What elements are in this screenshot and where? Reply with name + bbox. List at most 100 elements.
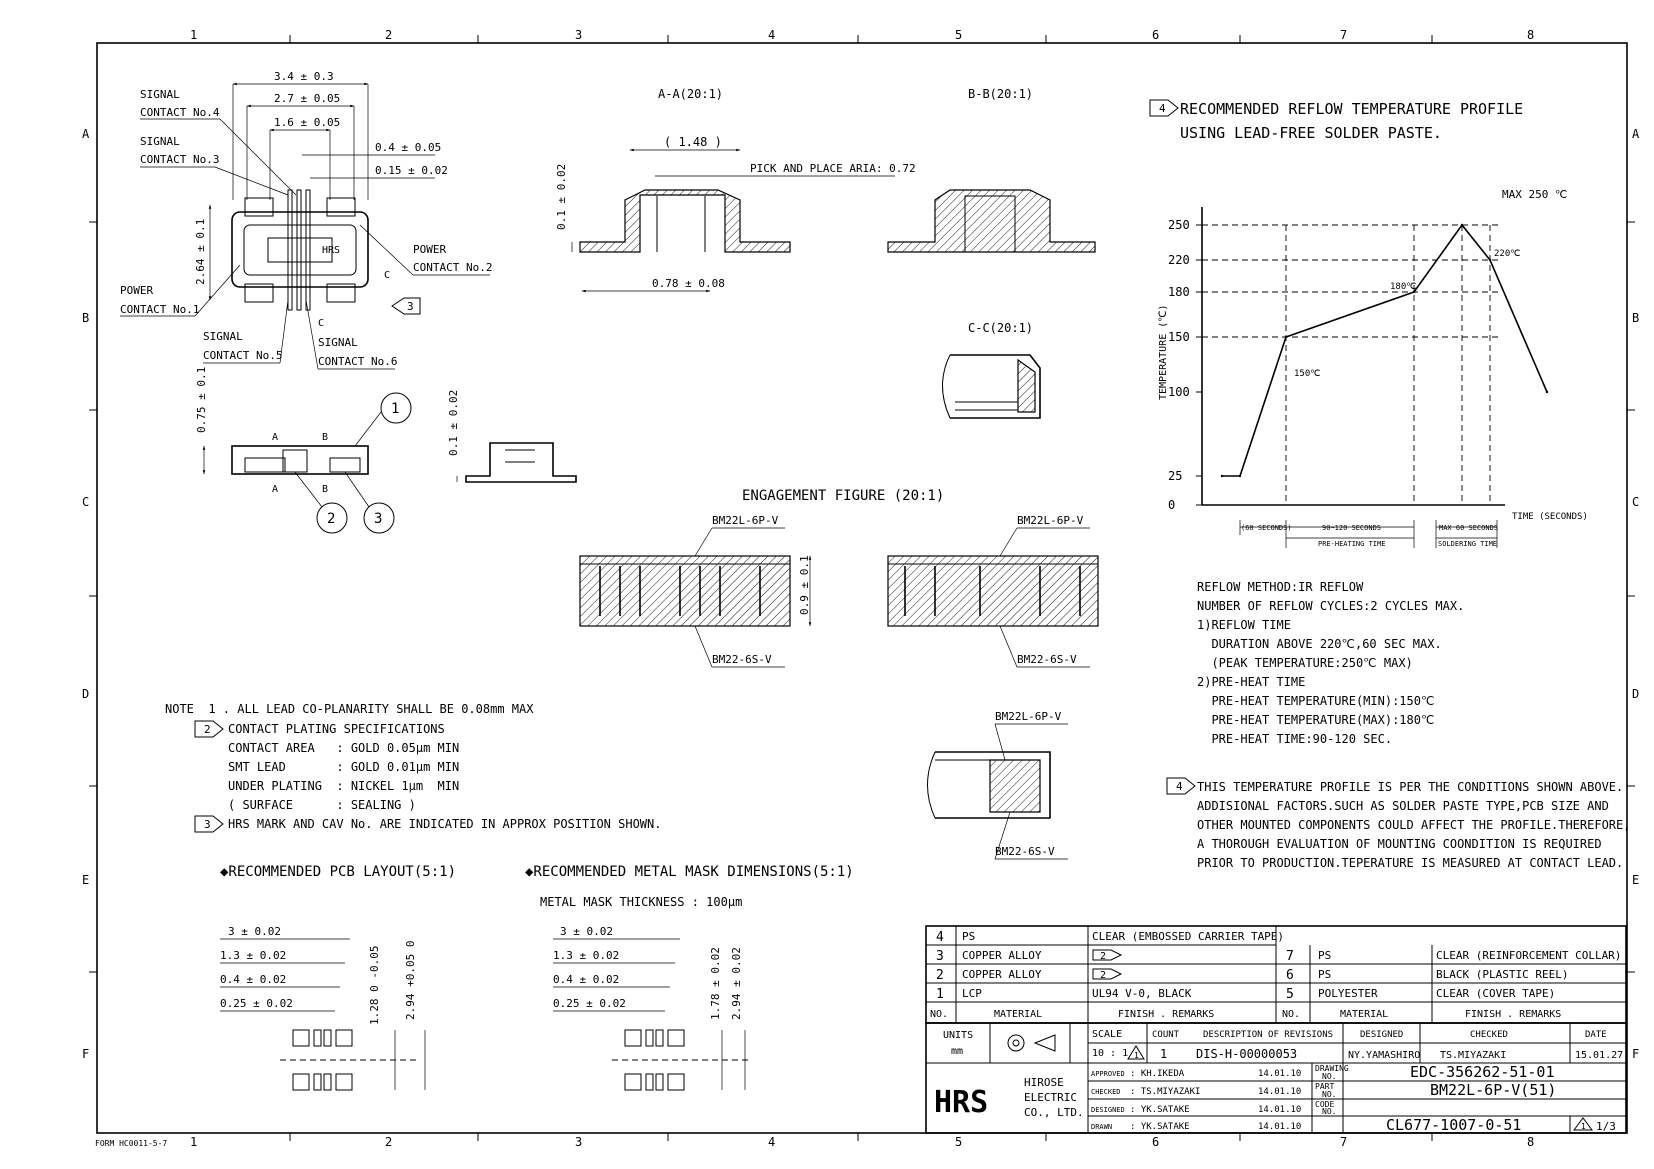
dim-0.1-side: 0.1 ± 0.02 [447, 390, 460, 456]
y-tick-label: 25 [1168, 469, 1182, 483]
label-signal4-b: CONTACT No.4 [140, 106, 220, 119]
label-receptacle: BM22-6S-V [712, 653, 772, 666]
row-label: F [82, 1047, 89, 1061]
bom-no: 3 [936, 949, 944, 964]
mask-dim-v: 1.78 ± 0.02 [709, 947, 722, 1020]
bom-no: 5 [1286, 987, 1294, 1002]
mask-dim: 0.4 ± 0.02 [553, 973, 619, 986]
sheet-number: 1/3 [1596, 1120, 1616, 1133]
tb-approved-date: 14.01.10 [1258, 1069, 1301, 1079]
column-labels-top: 1 2 3 4 5 6 7 8 [190, 28, 1534, 42]
label-signal6-a: SIGNAL [318, 336, 358, 349]
bom-finish: CLEAR (COVER TAPE) [1436, 987, 1555, 1000]
pcb-dim: 3 ± 0.02 [228, 925, 281, 938]
top-view: 3.4 ± 0.3 2.7 ± 0.05 1.6 ± 0.05 0.4 ± 0.… [120, 70, 577, 534]
dim-3.4: 3.4 ± 0.3 [274, 70, 334, 83]
balloon-1-num: 1 [391, 401, 399, 417]
pcb-layout: ◆RECOMMENDED PCB LAYOUT(5:1) 3 ± 0.02 1.… [220, 864, 456, 1091]
balloon-2 [316, 502, 348, 534]
tb-drawing-label: NO. [1322, 1072, 1336, 1081]
col-label: 2 [385, 1135, 392, 1149]
col-label: 2 [385, 28, 392, 42]
mask-dim: 3 ± 0.02 [560, 925, 613, 938]
bom-no: 7 [1286, 949, 1294, 964]
mask-dim: 1.3 ± 0.02 [553, 949, 619, 962]
engagement-title: ENGAGEMENT FIGURE (20:1) [742, 488, 944, 504]
note-4-num: 4 [1176, 780, 1183, 793]
tb-drawn-date: 14.01.10 [1258, 1122, 1301, 1132]
label-power1-b: CONTACT No.1 [120, 303, 199, 316]
section-c-c: C-C(20:1) [942, 321, 1041, 419]
col-label: 7 [1340, 1135, 1347, 1149]
row-label: F [1632, 1047, 1639, 1061]
bom-material: COPPER ALLOY [962, 968, 1042, 981]
y-tick-label: 250 [1168, 218, 1190, 232]
bom-material: PS [1318, 968, 1331, 981]
reflow-title-2: USING LEAD-FREE SOLDER PASTE. [1180, 124, 1442, 142]
row-label: C [82, 495, 89, 509]
note4-line: A THOROUGH EVALUATION OF MOUNTING COONDI… [1197, 837, 1602, 851]
tb-rev-tri: 1 [1134, 1051, 1139, 1060]
col-label: 4 [768, 1135, 775, 1149]
pick-place-area: PICK AND PLACE ARIA: 0.72 [750, 162, 916, 175]
label-signal5-a: SIGNAL [203, 330, 243, 343]
engagement-figure: ENGAGEMENT FIGURE (20:1) 0.9 ± 0.1 BM22L… [579, 488, 1099, 860]
label-signal4-a: SIGNAL [140, 88, 180, 101]
tb-drawn-name: : YK.SATAKE [1130, 1122, 1190, 1132]
tb-designed-name: : YK.SATAKE [1130, 1105, 1190, 1115]
label-power2-a: POWER [413, 243, 446, 256]
bom-no: 1 [936, 987, 944, 1002]
label-plug-2: BM22L-6P-V [1017, 514, 1084, 527]
y-tick-label: 220 [1168, 253, 1190, 267]
point-label-150: 150℃ [1294, 369, 1320, 379]
pcb-dim-v: 2.94 +0.05 0 [404, 941, 417, 1020]
note-2-line: SMT LEAD : GOLD 0.01μm MIN [228, 760, 459, 774]
dim-0.75: 0.75 ± 0.1 [195, 367, 208, 433]
reflow-line: REFLOW METHOD:IR REFLOW [1197, 580, 1364, 594]
row-label: B [1632, 311, 1639, 325]
row-label: A [1632, 127, 1640, 141]
col-label: 8 [1527, 1135, 1534, 1149]
note-2-line: ( SURFACE : SEALING ) [228, 798, 416, 812]
tb-rev-checked: TS.MIYAZAKI [1440, 1050, 1506, 1061]
company-line: CO., LTD. [1024, 1106, 1084, 1119]
bom-header: FINISH . REMARKS [1118, 1009, 1214, 1020]
mask-dim: 0.25 ± 0.02 [553, 997, 626, 1010]
profile-point [1488, 258, 1492, 262]
row-label: D [82, 687, 89, 701]
dim-0.4: 0.4 ± 0.05 [375, 141, 441, 154]
sheet-border [89, 35, 1635, 1141]
bom-finish-flag: 2 [1100, 951, 1106, 962]
company-line: HIROSE [1024, 1076, 1064, 1089]
note-flag-4-num: 4 [1159, 102, 1166, 115]
bom-header: MATERIAL [994, 1009, 1042, 1020]
dim-1.6: 1.6 ± 0.05 [274, 116, 340, 129]
bom-finish: BLACK (PLASTIC REEL) [1436, 968, 1568, 981]
tb-approved-name: : KH.IKEDA [1130, 1069, 1185, 1079]
tb-designed: DESIGNED [1091, 1106, 1125, 1114]
span-max60: MAX 60 SECONDS [1439, 524, 1498, 532]
note-2-line: UNDER PLATING : NICKEL 1μm MIN [228, 779, 459, 793]
profile-point [1238, 474, 1242, 478]
tb-part-label: PART [1315, 1082, 1334, 1091]
dim-2.7: 2.7 ± 0.05 [274, 92, 340, 105]
profile-point [1412, 290, 1416, 294]
row-label: D [1632, 687, 1639, 701]
note4-line: THIS TEMPERATURE PROFILE IS PER THE COND… [1197, 780, 1623, 794]
tb-desc: DESCRIPTION OF REVISIONS [1203, 1030, 1333, 1040]
balloon-3-num: 3 [374, 511, 382, 527]
span-90-120: 90~120 SECONDS [1322, 524, 1381, 532]
col-label: 7 [1340, 28, 1347, 42]
section-b-b: B-B(20:1) [887, 87, 1096, 253]
column-labels-bottom: 1 2 3 4 5 6 7 8 [190, 1135, 1534, 1149]
section-bb-title: B-B(20:1) [968, 87, 1033, 101]
reflow-profile-line [1222, 223, 1548, 477]
section-a-mark: A [272, 484, 278, 495]
tb-drawn: DRAWN [1091, 1123, 1112, 1131]
mask-thickness: METAL MASK THICKNESS : 100μm [540, 895, 742, 909]
col-label: 1 [190, 28, 197, 42]
tb-checked: CHECKED [1091, 1088, 1121, 1096]
dim-1.48: ( 1.48 ) [664, 135, 722, 149]
hrs-mark: HRS [322, 245, 340, 256]
